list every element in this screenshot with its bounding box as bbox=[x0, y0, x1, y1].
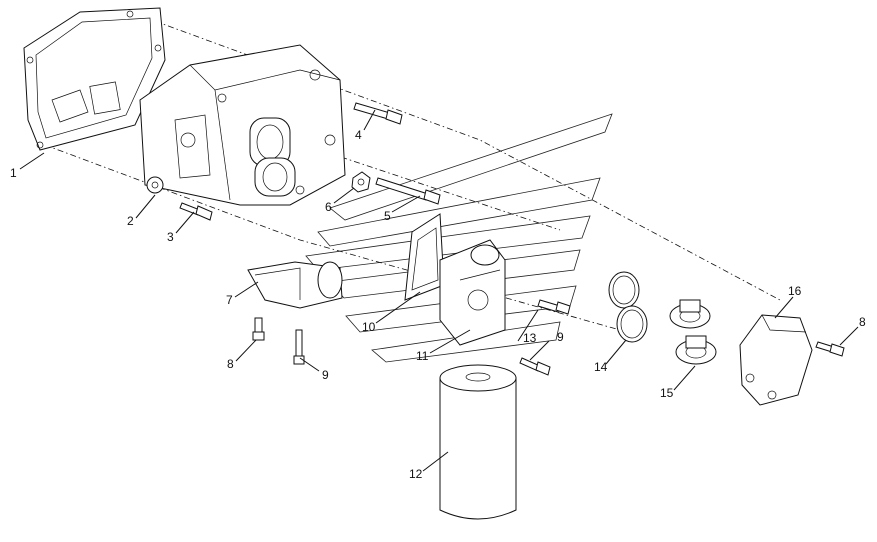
nut-part-6 bbox=[351, 171, 371, 193]
callout-leader-lines bbox=[19, 109, 859, 472]
callout-4: 4 bbox=[355, 128, 362, 142]
bolt-part-8-right bbox=[815, 341, 845, 357]
callout-11: 11 bbox=[416, 349, 429, 363]
bolt-part-9-left bbox=[293, 329, 305, 365]
callout-9-left: 9 bbox=[322, 368, 329, 382]
filter-head-part-11 bbox=[439, 239, 506, 346]
callout-8-left: 8 bbox=[227, 357, 234, 371]
callout-2: 2 bbox=[127, 214, 134, 228]
callout-labels: 1 2 3 4 5 6 7 8 9 10 11 12 13 9 14 15 16… bbox=[10, 128, 866, 481]
callout-15: 15 bbox=[660, 386, 674, 400]
callout-1: 1 bbox=[10, 166, 17, 180]
gasket-part-10 bbox=[404, 213, 445, 301]
callout-6: 6 bbox=[325, 200, 332, 214]
bolt-part-4 bbox=[353, 102, 403, 125]
callout-9-right: 9 bbox=[557, 330, 564, 344]
thermostat-cover-part-16 bbox=[739, 314, 813, 406]
callout-13: 13 bbox=[523, 331, 537, 345]
callout-14: 14 bbox=[594, 360, 608, 374]
gasket-part bbox=[23, 7, 166, 151]
bolt-part-8-left bbox=[252, 317, 265, 341]
o-ring-part-14 bbox=[608, 271, 648, 343]
oil-filter-part-12 bbox=[439, 364, 517, 520]
bolt-part-3 bbox=[179, 202, 213, 221]
elbow-pipe-part-7 bbox=[247, 261, 343, 309]
oil-cooler-housing-part bbox=[139, 44, 346, 206]
callout-5: 5 bbox=[384, 209, 391, 223]
callout-16: 16 bbox=[788, 284, 802, 298]
bolt-part-5 bbox=[375, 177, 441, 205]
callout-7: 7 bbox=[226, 293, 233, 307]
callout-3: 3 bbox=[167, 230, 174, 244]
callout-12: 12 bbox=[409, 467, 423, 481]
callout-10: 10 bbox=[362, 320, 376, 334]
bolt-part-9-right bbox=[519, 357, 551, 376]
callout-8-right: 8 bbox=[859, 315, 866, 329]
fitting-part-13 bbox=[537, 299, 571, 315]
thermostat-part-15 bbox=[669, 299, 717, 365]
